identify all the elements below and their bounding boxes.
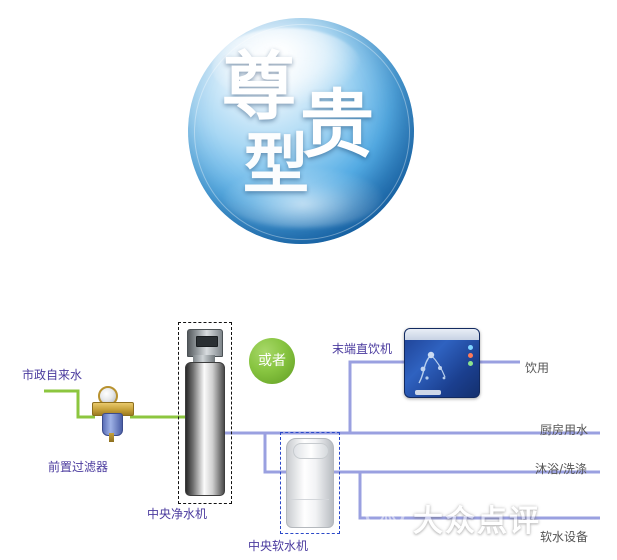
watermark-badge-icon: 点 [365, 492, 405, 532]
label-central-purifier: 中央净水机 [147, 507, 208, 521]
floral-pattern-icon [418, 351, 446, 384]
pre-filter-device [92, 386, 134, 442]
label-soft-water-equipment: 软水设备 [540, 530, 589, 544]
purifier-tank-body [185, 362, 225, 496]
softener-cap [293, 443, 329, 459]
sphere-highlight-top [212, 28, 362, 106]
drinker-indicator-lights [468, 345, 473, 350]
pipe-to-softener [263, 433, 286, 474]
label-bath-laundry: 沐浴/洗涤 [535, 462, 588, 476]
label-pre-filter: 前置过滤器 [48, 460, 109, 474]
sphere-highlight-bottom [224, 168, 382, 228]
logo-character-2: 贵 [300, 82, 374, 168]
logo-character-1: 尊 [222, 44, 296, 130]
pipe-soft-water-equipment [358, 472, 600, 520]
logo-sphere [188, 18, 414, 244]
purifier-neck [193, 355, 215, 363]
label-drinking: 饮用 [525, 361, 550, 375]
sphere-ring [194, 24, 410, 240]
watermark-badge-glyph: 点 [379, 504, 397, 524]
prefilter-drain-valve [109, 433, 114, 442]
label-kitchen-water: 厨房用水 [540, 423, 589, 437]
logo-area: 尊 贵 型 [188, 18, 414, 244]
central-water-softener-device [286, 438, 334, 528]
watermark: 点 大众点评 [365, 490, 605, 539]
label-municipal-water: 市政自来水 [22, 368, 83, 382]
softener-seam [291, 499, 329, 500]
drinker-faucet [415, 390, 441, 395]
label-terminal-drinker: 末端直饮机 [332, 342, 393, 356]
purifier-display-screen [196, 336, 218, 347]
pipe-to-terminal-drinker [348, 360, 404, 433]
softener-selection-box [280, 432, 340, 534]
purifier-selection-box [178, 322, 232, 504]
purifier-control-head [187, 329, 223, 357]
label-central-softener: 中央软水机 [248, 539, 309, 553]
logo-character-3: 型 [243, 126, 309, 203]
terminal-direct-drinking-machine-device [404, 328, 480, 398]
pipe-network [44, 360, 600, 520]
watermark-text: 大众点评 [413, 504, 541, 539]
or-badge: 或者 [249, 338, 295, 384]
water-system-diagram: 或者 市政自来水 前置过滤器 中央净水机 中央软水机 末端直饮机 饮用 厨房用水… [0, 290, 617, 560]
pipe-municipal-inlet [44, 389, 95, 419]
central-water-purifier-device [185, 329, 225, 496]
drinker-top-bar [405, 329, 479, 340]
